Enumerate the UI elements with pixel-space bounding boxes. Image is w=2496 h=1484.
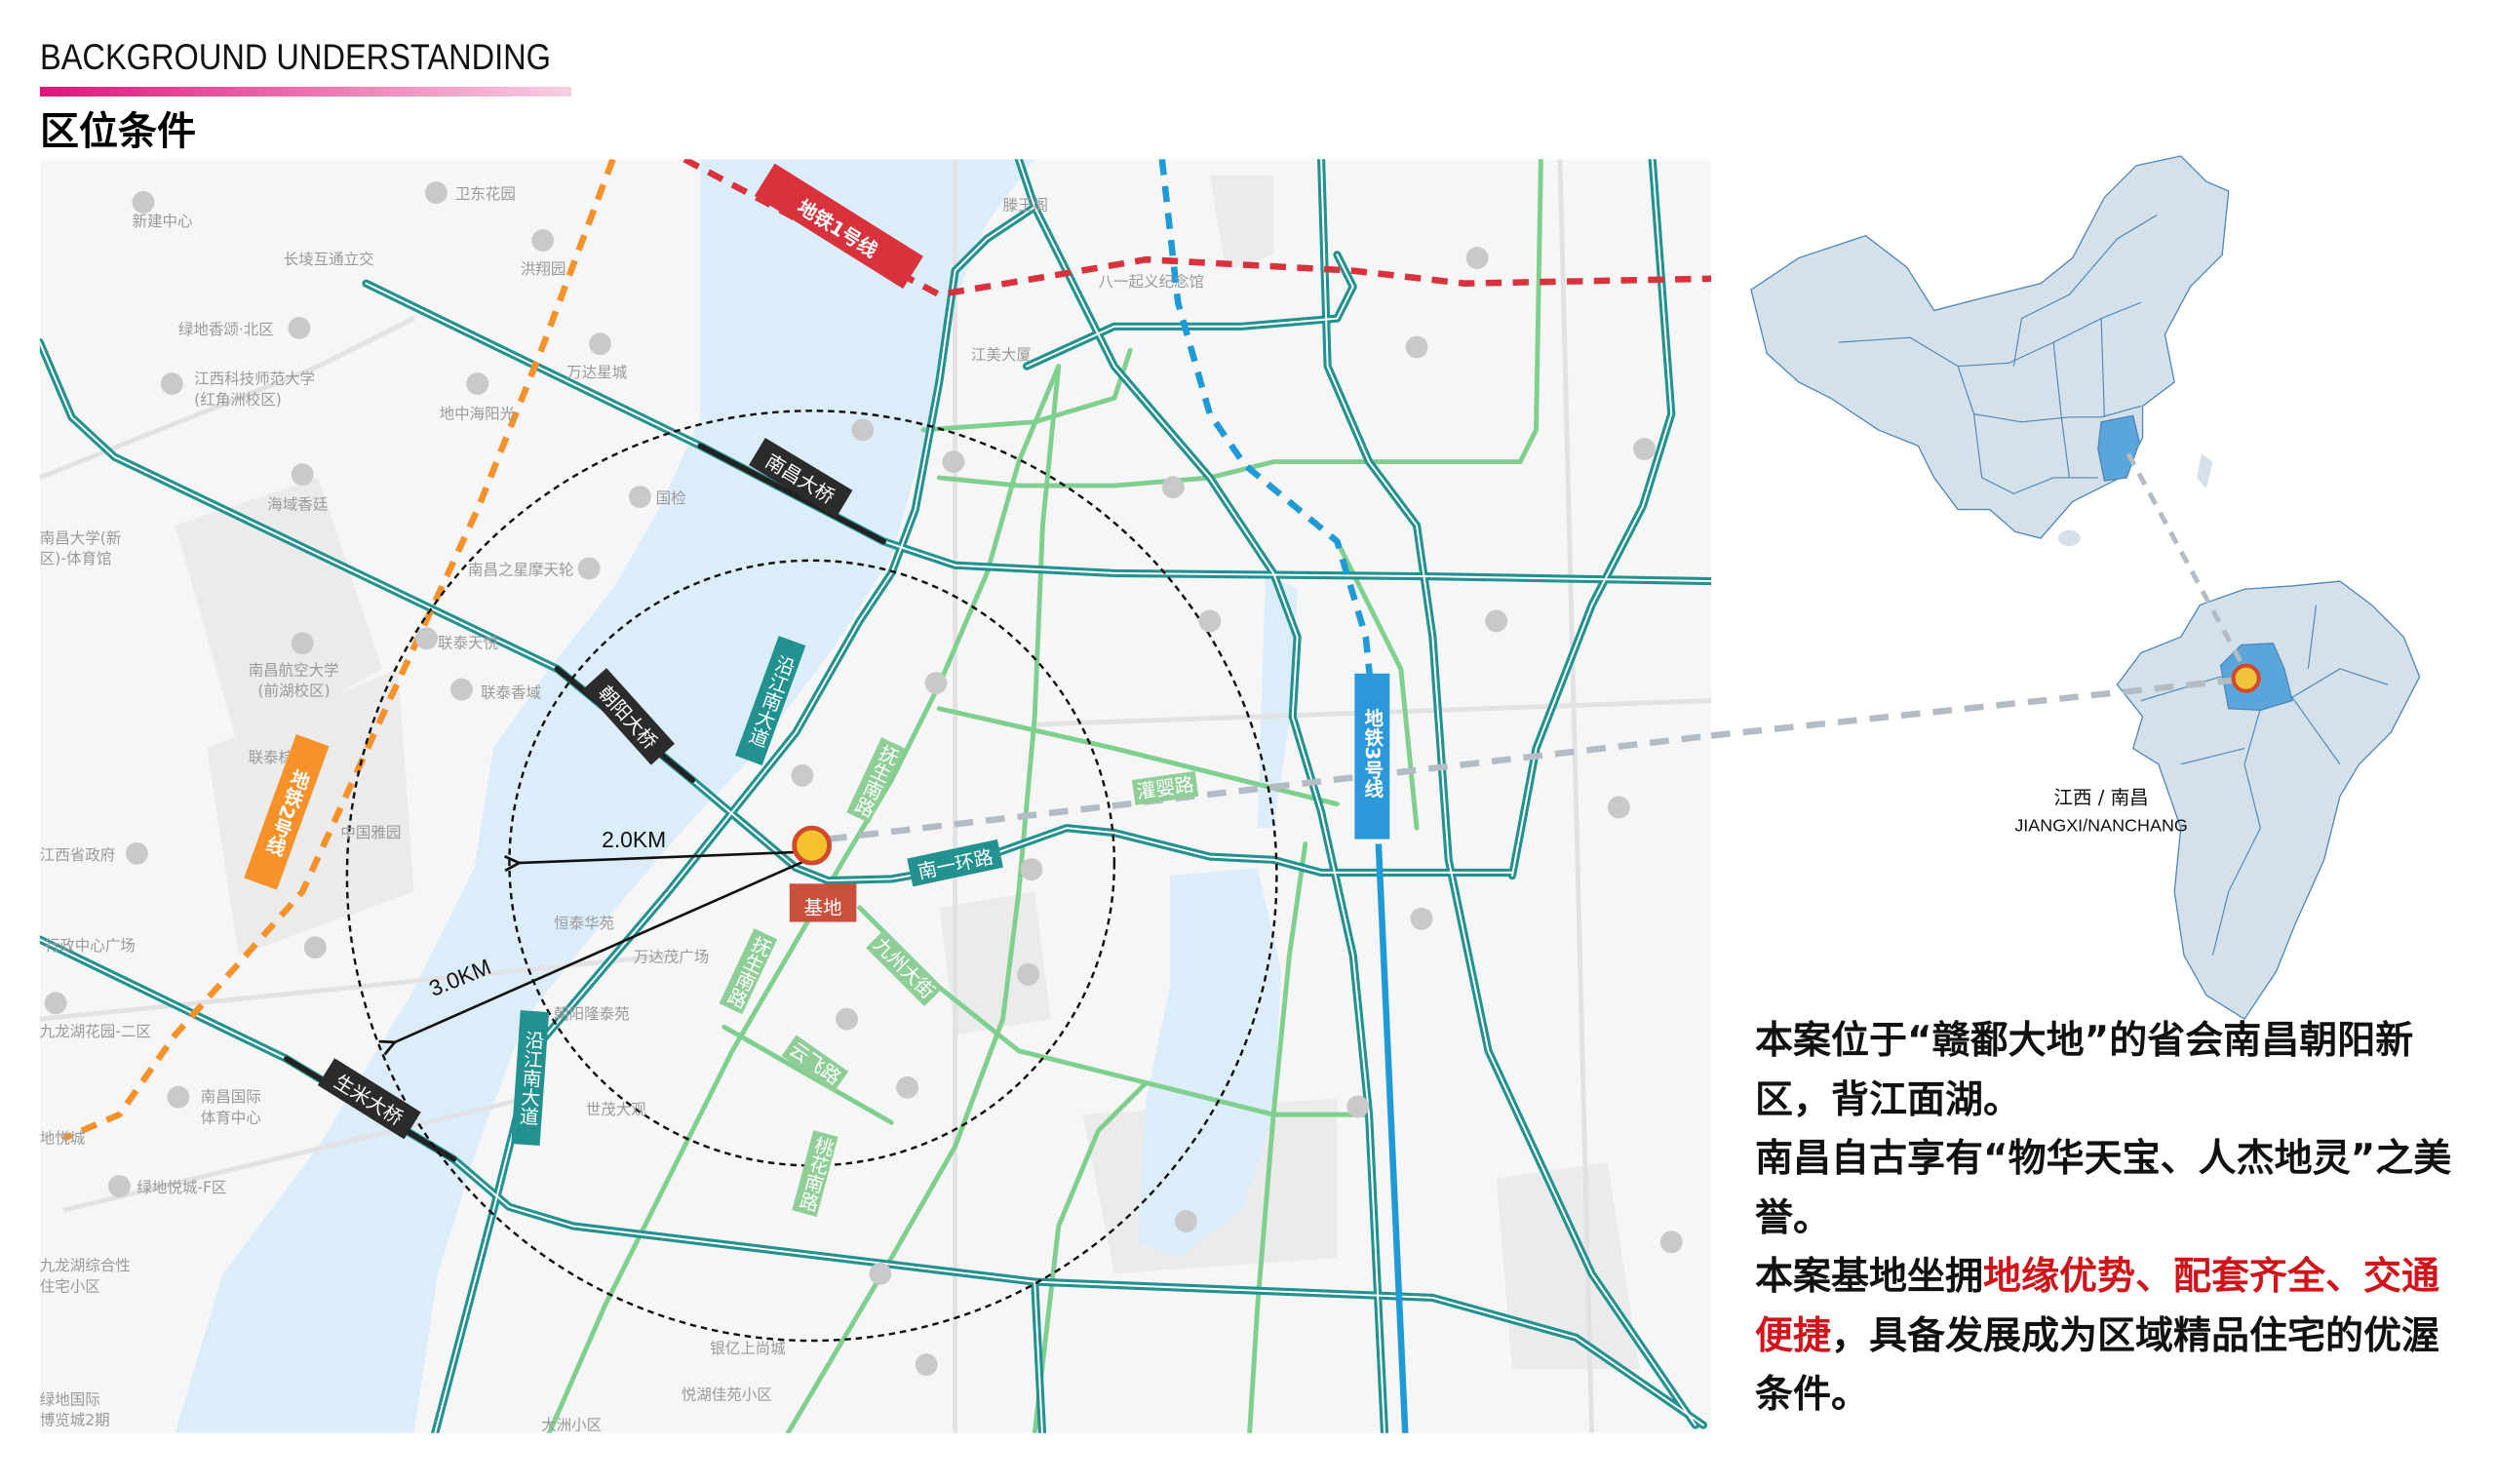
poi-label[interactable]: 绿地国际 [40, 1390, 100, 1408]
hainan [2058, 529, 2081, 547]
poi-label[interactable]: 海域香廷 [267, 496, 328, 514]
road-label-yanjiang-lower: 沿江南大道 [511, 1010, 550, 1147]
description-suffix: ，具备发展成为区域精品住宅的优渥条件。 [1755, 1313, 2440, 1418]
radius-label-2km: 2.0KM [602, 827, 666, 852]
poi-label[interactable]: 九龙湖综合性 [40, 1257, 131, 1274]
poi-label[interactable]: 世茂大观 [586, 1101, 646, 1118]
lake [1138, 868, 1282, 1259]
poi-label[interactable]: 南昌大学(新 [40, 529, 122, 547]
site-label[interactable]: 基地 [789, 883, 857, 922]
lake [1257, 572, 1298, 829]
description-highlight: 地缘优势、配套齐全、交通便捷 [1755, 1255, 2440, 1358]
description-line-2: 南昌自古享有“物华天宝、人杰地灵”之美誉。 [1755, 1137, 2452, 1240]
metro-line-3[interactable] [1158, 159, 1379, 733]
china-inset-map: 江西 / 南昌 JIANGXI/NANCHANG [1710, 155, 2421, 1021]
connector-line-inset [1710, 677, 2238, 739]
poi-label[interactable]: 万达星城 [566, 364, 627, 381]
poi-label[interactable]: 联泰天悦 [438, 635, 498, 652]
inset-label-en: JIANGXI/NANCHANG [2014, 815, 2188, 835]
poi-label[interactable]: 绿地香颂·北区 [178, 321, 274, 338]
poi-label[interactable]: 九龙湖花园-二区 [40, 1023, 151, 1040]
poi-pin-icons [44, 181, 1683, 1376]
poi-label[interactable]: 南昌航空大学 [249, 661, 339, 679]
svg-text:基地: 基地 [803, 896, 841, 918]
poi-label[interactable]: 南昌之星摩天轮 [468, 562, 574, 579]
arterial-roads [39, 159, 1712, 1433]
poi-label[interactable]: 滕王阁 [1003, 197, 1049, 215]
poi-label[interactable]: 南昌国际 [201, 1088, 261, 1106]
metro-line-2[interactable] [62, 159, 616, 1142]
poi-label[interactable]: 悦湖佳苑小区 [682, 1386, 772, 1403]
poi-label[interactable]: 地中海阳光 [440, 405, 516, 422]
poi-label[interactable]: 八一起义纪念馆 [1099, 272, 1205, 291]
jiangxi-outline [2116, 580, 2421, 1021]
metro-line-3-label[interactable]: 地铁3号线 [1354, 673, 1390, 840]
poi-label[interactable]: 卫东花园 [455, 185, 516, 203]
poi-label[interactable]: 恒泰华苑 [554, 915, 614, 932]
poi-labels: 卫东花园 新建中心 长堎互通立交 洪翔园 绿地香颂·北区 江西科技师范大学 (红… [40, 185, 1204, 1433]
metro-line-1[interactable] [682, 159, 1712, 298]
poi-label[interactable]: 绿地悦城-F区 [136, 1179, 226, 1196]
poi-label[interactable]: 体育中心 [201, 1109, 261, 1126]
poi-label[interactable]: 长堎互通立交 [284, 251, 374, 268]
poi-label[interactable]: 大洲小区 [541, 1416, 602, 1433]
jiangxi-highlight [2097, 414, 2140, 482]
svg-text:地铁3号线: 地铁3号线 [1361, 708, 1384, 799]
metro-line-3-solid [1375, 843, 1409, 1433]
poi-label[interactable]: 银亿上尚城 [710, 1340, 786, 1357]
description-prefix: 本案基地坐拥 [1755, 1255, 1984, 1299]
poi-label[interactable]: 中国雅园 [340, 824, 401, 841]
poi-label[interactable]: 朝阳隆泰苑 [554, 1005, 630, 1023]
connector-line [827, 732, 1712, 842]
nanchang-marker-icon [2231, 663, 2261, 693]
radius-arrow-3km [393, 860, 805, 1042]
poi-label[interactable]: 江美大厦 [971, 346, 1032, 364]
china-outline [1750, 155, 2230, 539]
poi-label[interactable]: 联泰香域 [481, 683, 541, 701]
province-borders [1838, 214, 2158, 494]
poi-label[interactable]: 区)-体育馆 [40, 550, 112, 567]
poi-label[interactable]: 地悦城 [40, 1130, 86, 1148]
poi-label[interactable]: 住宅小区 [40, 1277, 100, 1295]
inset-connector-line [2126, 452, 2247, 671]
poi-label[interactable]: 博览城2期 [40, 1412, 110, 1429]
radius-arrow-2km [518, 850, 804, 863]
poi-label[interactable]: 江西科技师范大学 [194, 371, 315, 388]
poi-label[interactable]: (红角洲校区) [194, 391, 282, 409]
inset-label-cn: 江西 / 南昌 [2053, 787, 2148, 809]
map-blocks [175, 175, 1640, 1370]
site-marker-icon[interactable] [792, 825, 833, 866]
title-gradient-bar [40, 87, 571, 97]
road-label-nanyihuan: 南一环路 [907, 839, 1003, 887]
poi-label[interactable]: 行政中心广场 [45, 937, 136, 955]
section-title-en: BACKGROUND UNDERSTANDING [40, 37, 552, 77]
radius-circle-3km [345, 410, 1278, 1343]
poi-label[interactable]: 新建中心 [133, 213, 193, 230]
poi-label[interactable]: 江西省政府 [40, 846, 116, 864]
poi-label[interactable]: 万达茂广场 [634, 948, 710, 965]
poi-label[interactable]: 国检 [656, 489, 686, 507]
city-map[interactable]: 卫东花园 新建中心 长堎互通立交 洪翔园 绿地香颂·北区 江西科技师范大学 (红… [39, 159, 1712, 1441]
taiwan [2197, 453, 2213, 489]
poi-label[interactable]: (前湖校区) [257, 683, 330, 700]
description-line-3: 本案基地坐拥地缘优势、配套齐全、交通便捷，具备发展成为区域精品住宅的优渥条件。 [1755, 1248, 2457, 1425]
description-line-1: 本案位于“赣鄱大地”的省会南昌朝阳新区，背江面湖。 [1755, 1019, 2414, 1122]
poi-label[interactable]: 洪翔园 [521, 260, 566, 278]
section-title-cn: 区位条件 [40, 109, 196, 154]
location-description: 本案位于“赣鄱大地”的省会南昌朝阳新区，背江面湖。 南昌自古享有“物华天宝、人杰… [1755, 1012, 2457, 1425]
